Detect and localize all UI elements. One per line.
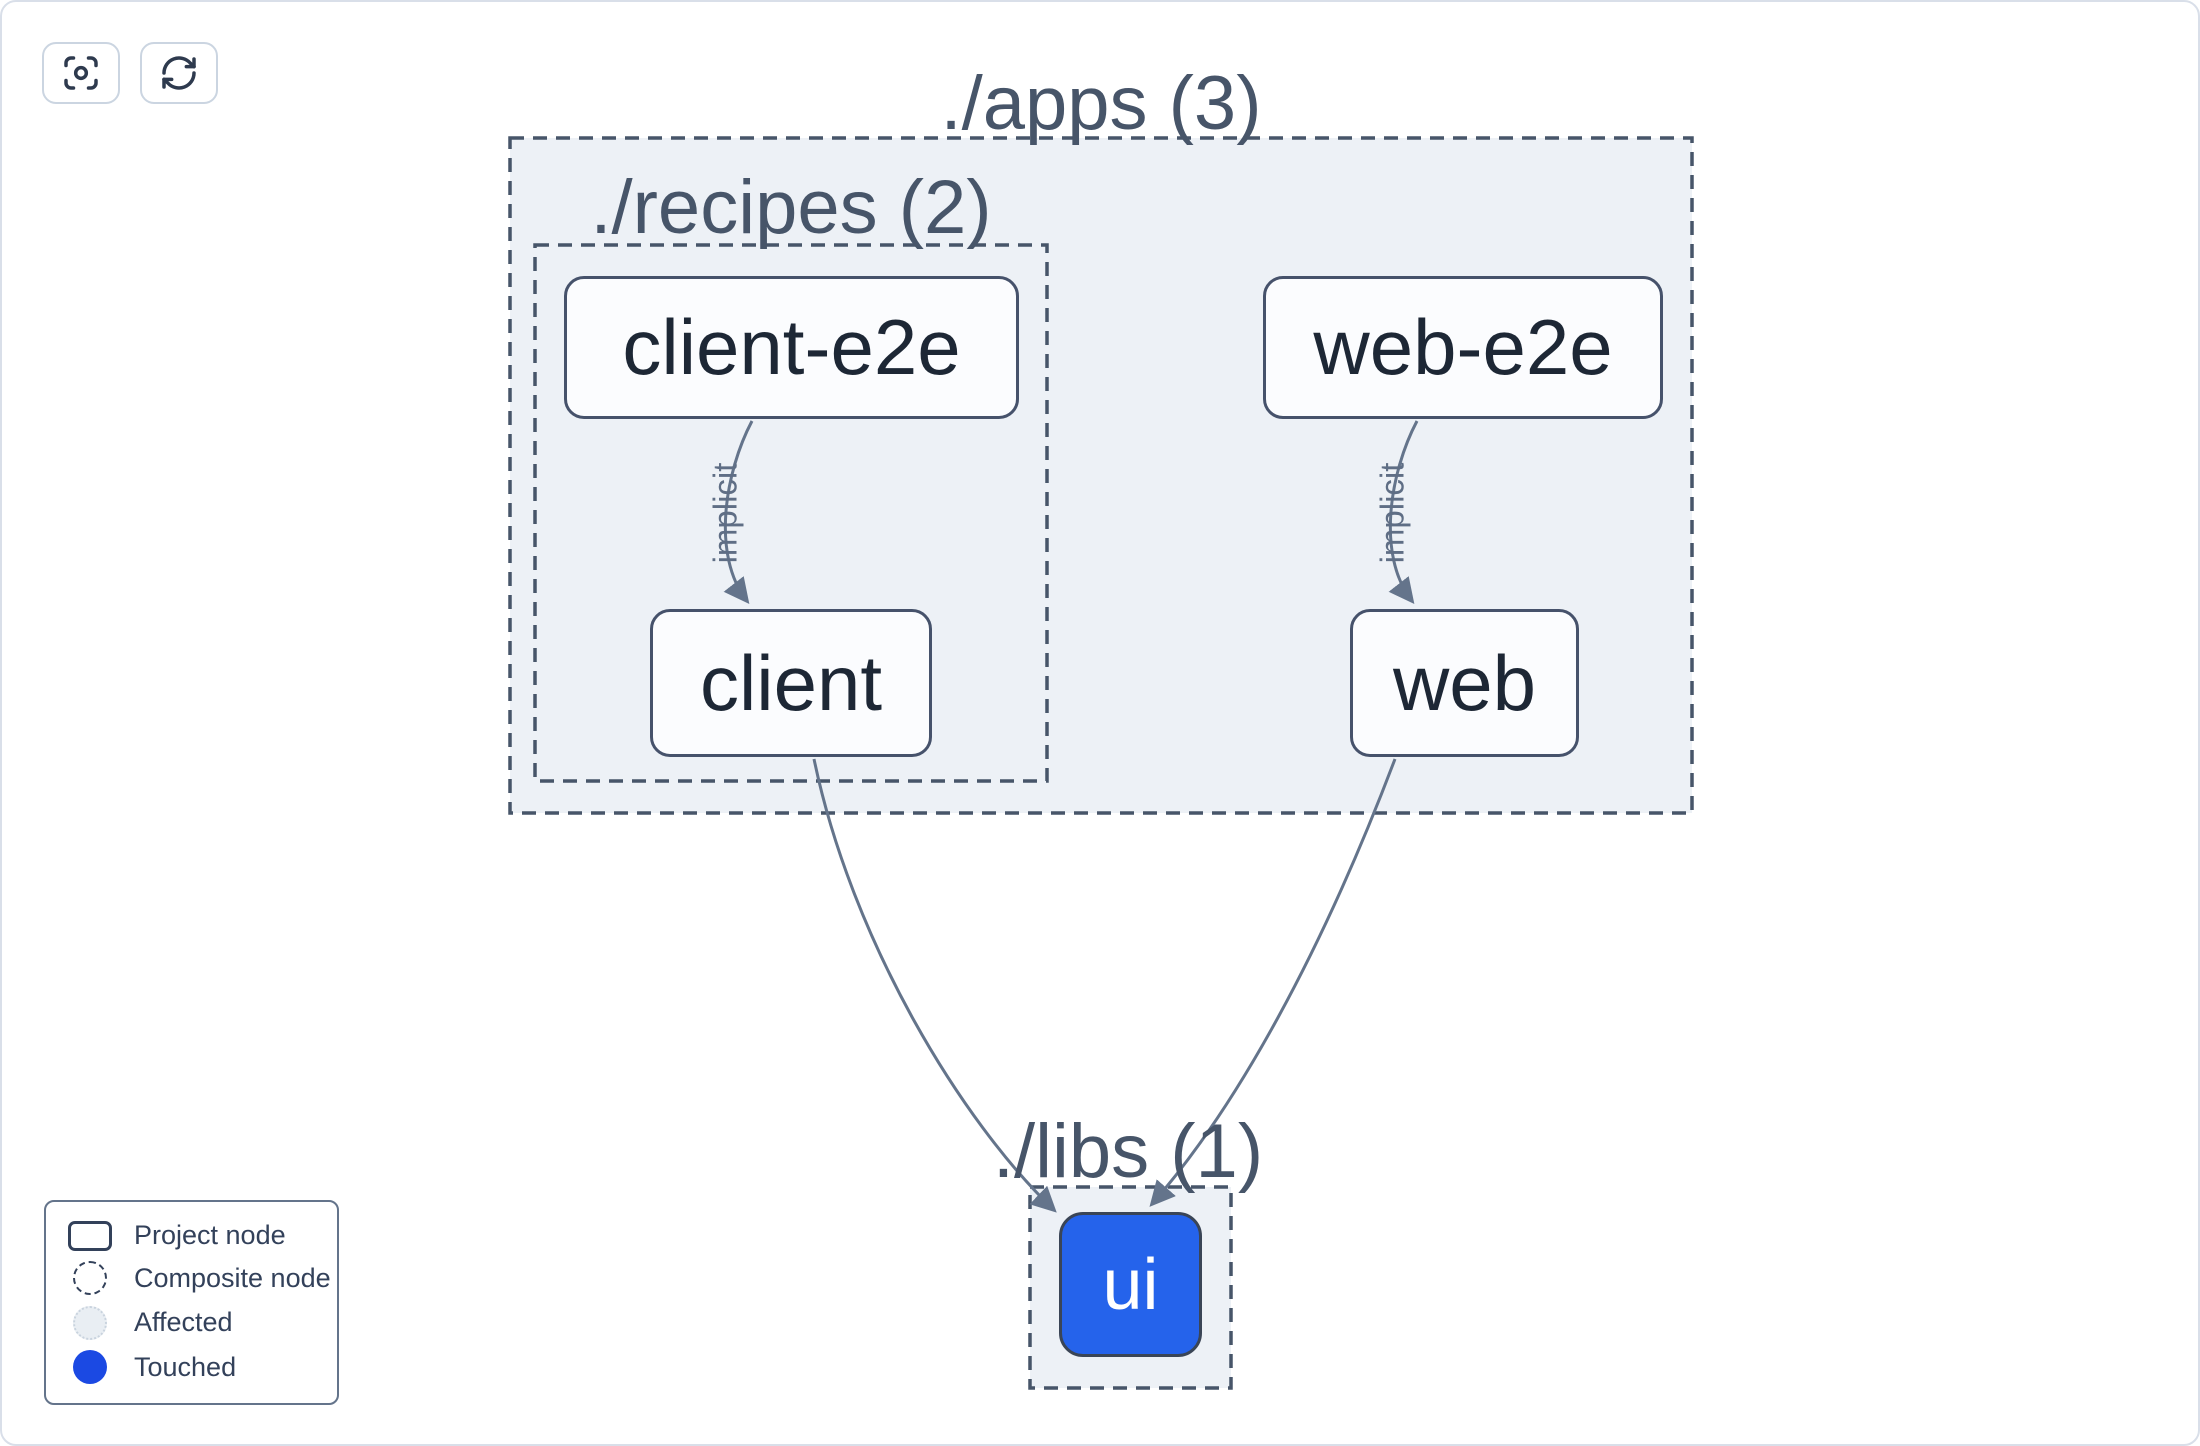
group-label-libs: ./libs (1) xyxy=(992,1109,1264,1194)
legend-item-composite-node: Composite node xyxy=(46,1261,337,1296)
legend-item-project-node: Project node xyxy=(46,1220,337,1251)
legend-label-composite-node: Composite node xyxy=(134,1262,331,1293)
project-node-swatch xyxy=(68,1220,112,1251)
touched-swatch xyxy=(73,1350,107,1385)
legend-label-project-node: Project node xyxy=(134,1220,286,1251)
node-web[interactable]: web xyxy=(1350,609,1579,757)
group-label-apps: ./apps (3) xyxy=(940,61,1262,146)
affected-swatch xyxy=(73,1305,107,1340)
node-web-label: web xyxy=(1392,638,1537,727)
refresh-icon xyxy=(162,56,196,90)
legend-item-touched: Touched xyxy=(46,1350,337,1385)
refresh-button[interactable] xyxy=(140,42,218,104)
edge-label-implicit-web: implicit xyxy=(1373,462,1411,564)
node-ui[interactable]: ui xyxy=(1059,1212,1202,1357)
group-label-recipes: ./recipes (2) xyxy=(590,165,992,250)
legend-item-affected: Affected xyxy=(46,1305,337,1340)
focus-button[interactable] xyxy=(42,42,120,104)
node-web-e2e-label: web-e2e xyxy=(1313,303,1613,391)
node-client-e2e-label: client-e2e xyxy=(622,303,961,391)
legend-panel: Project node Composite node Affected Tou… xyxy=(44,1200,339,1405)
legend-label-affected: Affected xyxy=(134,1307,233,1338)
node-ui-label: ui xyxy=(1102,1244,1159,1325)
node-client-label: client xyxy=(699,638,883,727)
focus-icon xyxy=(64,56,98,90)
edge-web-e2e-to-web[interactable] xyxy=(1388,420,1419,605)
node-client[interactable]: client xyxy=(650,609,932,757)
toolbar xyxy=(42,42,218,104)
edge-client-to-ui[interactable] xyxy=(812,758,1057,1213)
node-client-e2e[interactable]: client-e2e xyxy=(564,276,1019,419)
edge-label-implicit-client: implicit xyxy=(706,462,744,564)
edge-client-e2e-to-client[interactable] xyxy=(723,420,754,605)
node-web-e2e[interactable]: web-e2e xyxy=(1263,276,1663,419)
legend-label-touched: Touched xyxy=(134,1351,237,1382)
edge-web-to-ui[interactable] xyxy=(1149,758,1397,1207)
composite-node-swatch xyxy=(73,1261,107,1296)
